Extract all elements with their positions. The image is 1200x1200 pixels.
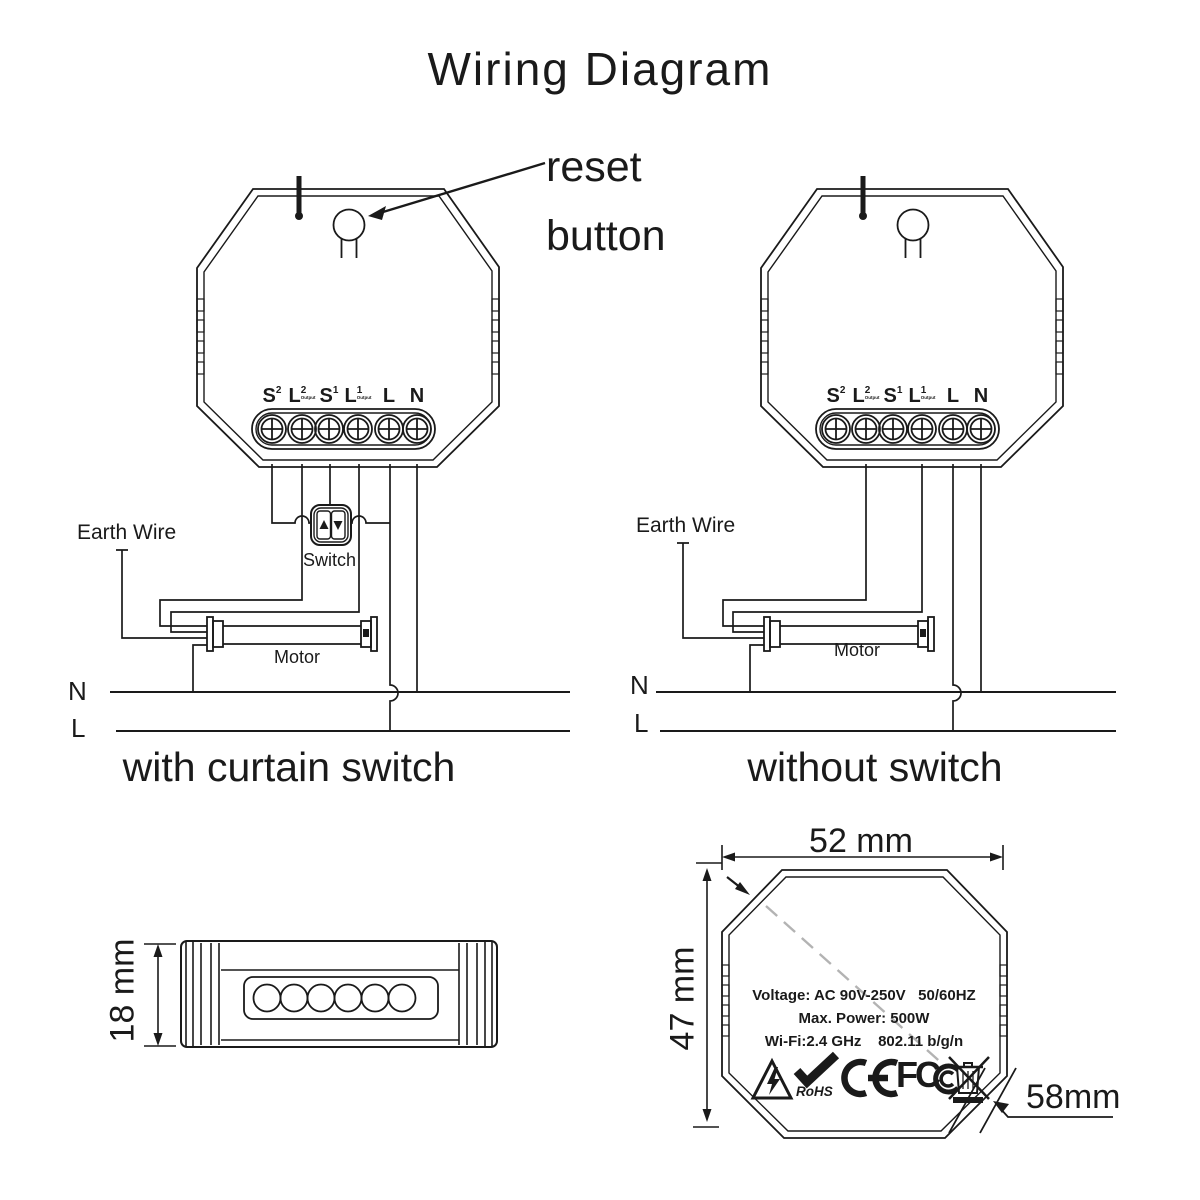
terminal-label-l: L — [946, 385, 960, 407]
reset-arrow — [368, 161, 546, 220]
spec-voltage: Voltage: AC 90V-250V 50/60HZ — [752, 987, 976, 1004]
circuit-left — [110, 464, 570, 732]
high-voltage-warning-icon — [750, 1057, 794, 1100]
module-front-left — [197, 176, 499, 467]
rohs-label: RoHS — [796, 1084, 833, 1099]
dim-47mm-lines — [693, 862, 722, 1128]
dim-52mm-lines — [721, 845, 1004, 870]
up-arrow-icon — [319, 520, 329, 529]
earth-wire-label-right: Earth Wire — [636, 514, 736, 537]
terminal-label-n: N — [409, 385, 425, 407]
dim-18mm-label: 18 mm — [103, 938, 142, 1043]
caption-without-switch: without switch — [747, 744, 1003, 790]
motor-label-right: Motor — [834, 640, 881, 660]
caption-with-switch: with curtain switch — [122, 744, 456, 790]
motor-label-left: Motor — [274, 647, 321, 667]
switch-label: Switch — [303, 550, 357, 570]
terminal-label-l: L — [382, 385, 396, 407]
live-label-left: L — [71, 713, 86, 743]
earth-wire-label-left: Earth Wire — [77, 521, 177, 544]
motor-graphic-left — [206, 616, 378, 652]
dim-47mm-label: 47 mm — [663, 946, 702, 1051]
down-arrow-icon — [333, 521, 343, 530]
terminal-label-n: N — [973, 385, 989, 407]
fcc-mark-icon — [933, 1063, 960, 1095]
neutral-label-left: N — [68, 676, 87, 706]
circuit-right — [656, 464, 1116, 732]
module-back-view — [693, 845, 1113, 1139]
page-title: Wiring Diagram — [427, 43, 773, 95]
live-label-right: L — [634, 708, 649, 738]
dim-18mm-lines — [144, 943, 176, 1047]
spec-power: Max. Power: 500W — [798, 1010, 930, 1027]
dim-52mm-label: 52 mm — [809, 822, 913, 860]
neutral-label-right: N — [630, 670, 649, 700]
diagonal-dashed-line — [765, 905, 947, 1068]
reset-button-annotation: reset button — [546, 143, 666, 260]
dim-58mm-label: 58mm — [1026, 1078, 1121, 1116]
module-side-view — [144, 940, 498, 1048]
curtain-switch — [310, 504, 352, 546]
ce-mark-icon — [841, 1058, 899, 1098]
fcc-label: FC — [896, 1054, 941, 1095]
module-front-right — [761, 176, 1063, 467]
rohs-check-icon — [793, 1051, 840, 1089]
spec-wifi: Wi-Fi:2.4 GHz 802.11 b/g/n — [764, 1033, 964, 1050]
weee-bin-icon — [948, 1056, 990, 1103]
